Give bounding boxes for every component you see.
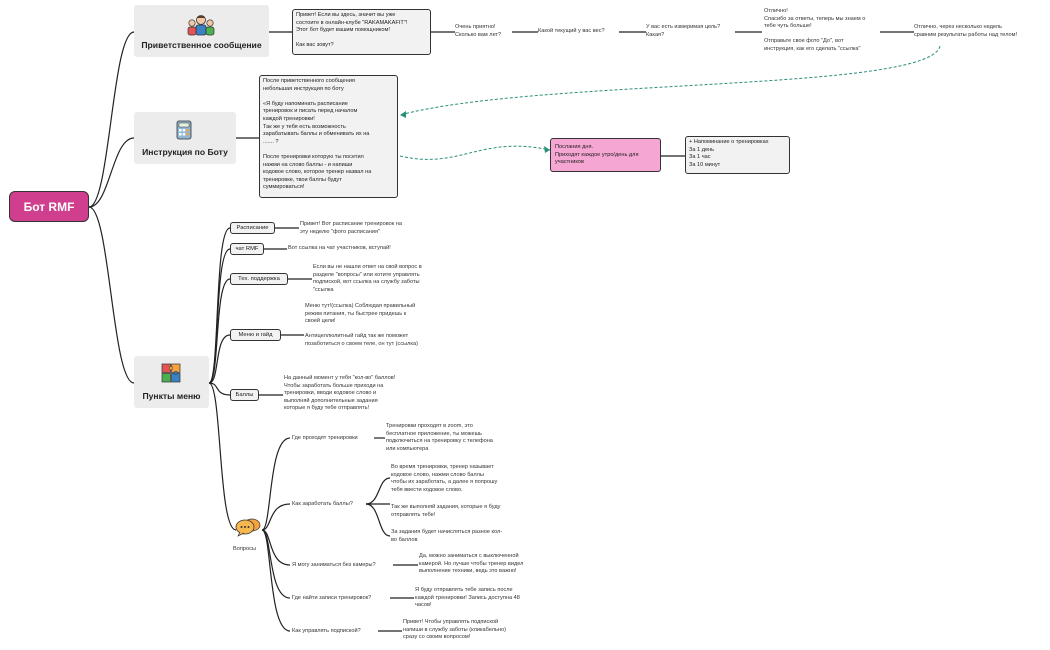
welcome-reply-4: Отлично! Спасибо за ответы, теперь мы зн… xyxy=(764,8,866,52)
branch-welcome-label: Приветственное сообщение xyxy=(141,40,262,50)
people-icon xyxy=(187,15,215,36)
puzzle-icon xyxy=(161,363,181,383)
root-node[interactable]: Бот RMF xyxy=(9,191,89,222)
calculator-icon xyxy=(176,120,192,140)
branch-instruction-label: Инструкция по Боту xyxy=(142,147,228,157)
reminders-node[interactable]: + Напоминание о тренировках За 1 день За… xyxy=(685,136,790,174)
branch-menu[interactable]: Пункты меню xyxy=(134,356,209,408)
answer-2c: За задания будет начисляться разное кол-… xyxy=(391,529,503,543)
welcome-reply-1: Очень приятно! Сколько вам лет? xyxy=(455,24,502,38)
questions-node[interactable]: Вопросы xyxy=(233,517,263,557)
answer-2a: Во время тренировки, тренер называет код… xyxy=(391,464,498,493)
welcome-reply-5: Отлично, через несколько недель сравним … xyxy=(914,24,1018,38)
answer-5: Привет! Чтобы управлять подпиской напиши… xyxy=(403,619,506,641)
menu-item-chat[interactable]: чат RMF xyxy=(230,243,264,255)
answer-2b: Так же выполняй задания, которые я буду … xyxy=(391,504,501,518)
question-5[interactable]: Как управлять подпиской? xyxy=(292,628,361,634)
answer-3: Да, можно заниматься с выключенной камер… xyxy=(419,553,524,575)
question-2[interactable]: Как заработать баллы? xyxy=(292,501,353,507)
branch-instruction[interactable]: Инструкция по Боту xyxy=(134,112,236,164)
branch-welcome[interactable]: Приветственное сообщение xyxy=(134,5,269,57)
menu-item-schedule-text: Привет! Вот расписание тренировок на эту… xyxy=(300,221,402,235)
answer-1: Тренировки проходят в zoom, это бесплатн… xyxy=(386,423,493,452)
menu-item-support-text: Если вы не нашли ответ на свой вопрос в … xyxy=(313,264,422,293)
menu-item-schedule[interactable]: Расписание xyxy=(230,222,275,234)
speech-bubbles-icon xyxy=(235,518,261,537)
menu-item-menu-guide-text: Меню тут!(ссылка) Соблюдая правильный ре… xyxy=(305,303,418,347)
welcome-reply-2: Какой текущий у вас вес? xyxy=(538,28,605,34)
question-3[interactable]: Я могу заниматься без камеры? xyxy=(292,562,376,568)
question-4[interactable]: Где найти записи тренировок? xyxy=(292,595,372,601)
daily-messages-node[interactable]: Послания дня. Приходят каждое утро/день … xyxy=(550,138,661,172)
question-1[interactable]: Где проходят тренировки xyxy=(292,435,358,441)
menu-item-points-text: На данный момент у тебя "кол-во" баллов!… xyxy=(284,375,396,412)
welcome-reply-3: У вас есть измеримая цель? Какая? xyxy=(646,24,721,38)
instruction-text[interactable]: После приветственного сообщения небольша… xyxy=(259,75,398,198)
welcome-message[interactable]: Привет! Если вы здесь, значит вы уже сос… xyxy=(292,9,431,55)
answer-4: Я буду отправлять тебе запись после кажд… xyxy=(415,587,520,609)
menu-item-menu-guide[interactable]: Меню и гайд xyxy=(230,329,281,341)
menu-item-points[interactable]: Баллы xyxy=(230,389,259,401)
branch-menu-label: Пункты меню xyxy=(142,391,201,401)
menu-item-support[interactable]: Тех. поддержка xyxy=(230,273,288,285)
questions-label: Вопросы xyxy=(233,546,256,552)
menu-item-chat-text: Вот ссылка на чат участников, вступай! xyxy=(288,245,391,251)
